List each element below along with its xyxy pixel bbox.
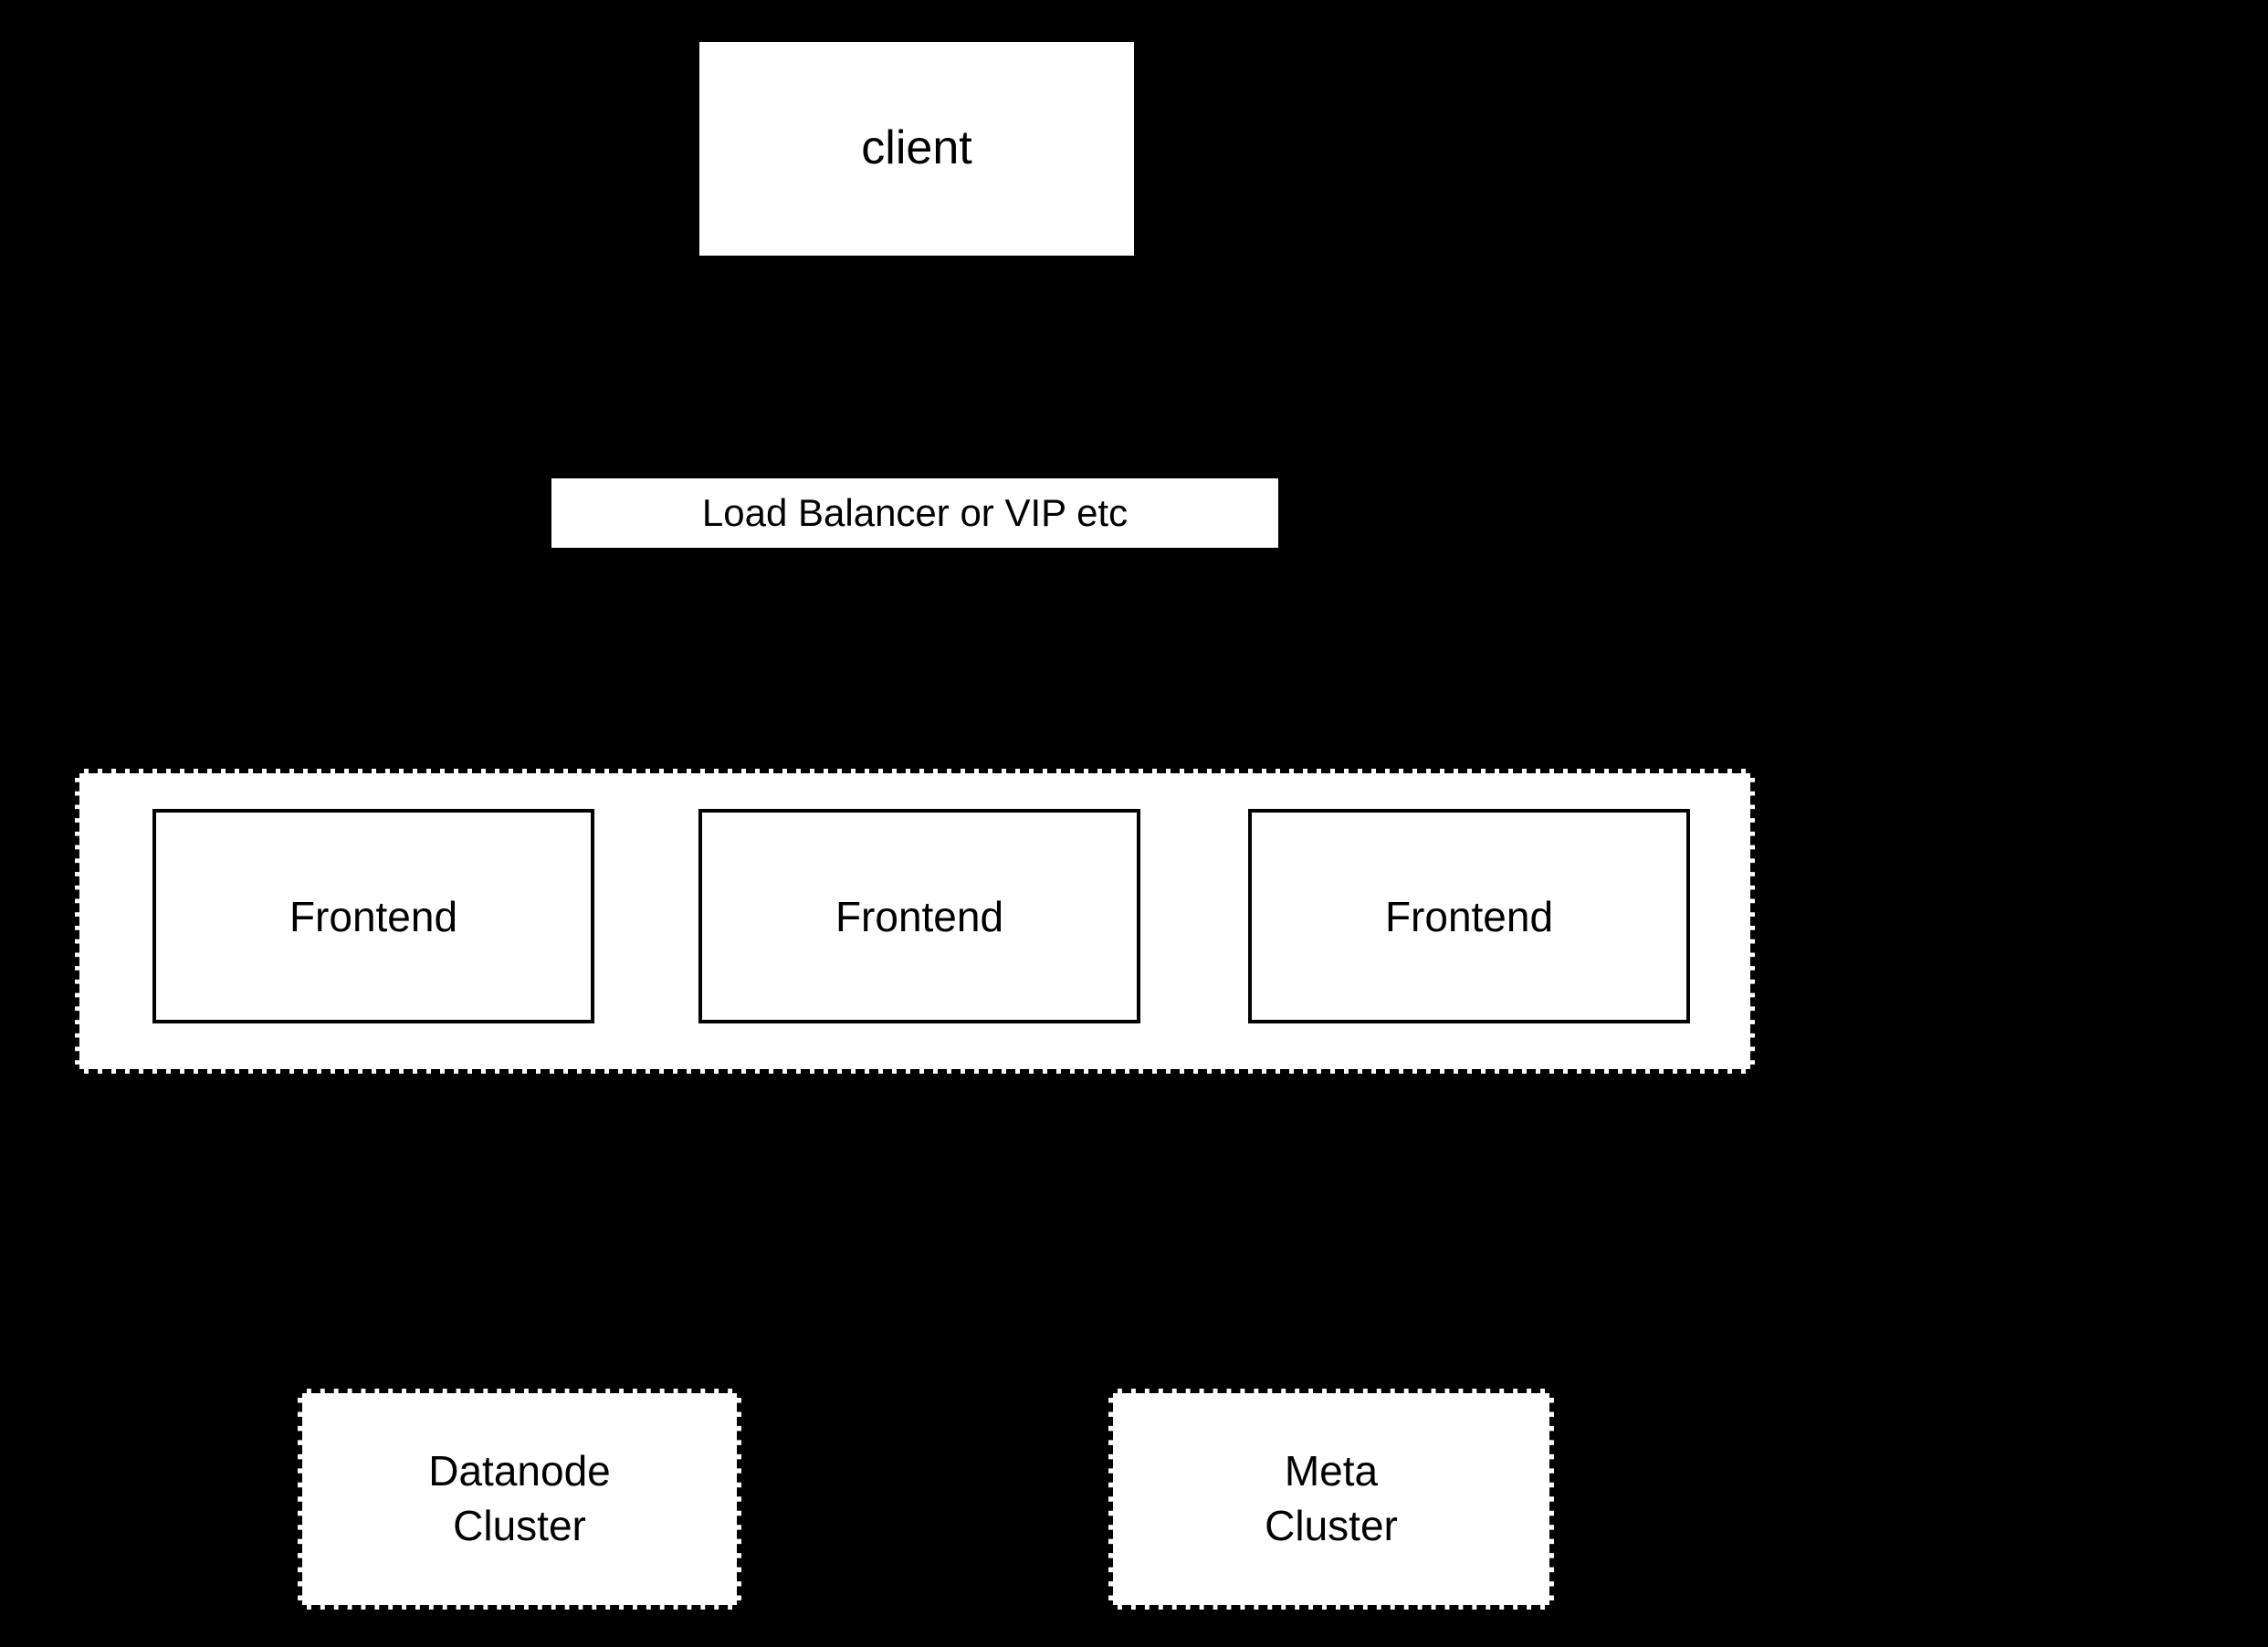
meta-cluster-label-wrap: Meta Cluster bbox=[1265, 1444, 1398, 1554]
frontend-node-1-label: Frontend bbox=[289, 892, 458, 940]
datanode-cluster-node: Datanode Cluster bbox=[298, 1389, 741, 1610]
datanode-cluster-label-line1: Datanode bbox=[428, 1447, 611, 1495]
frontend-node-2-label: Frontend bbox=[835, 892, 1004, 940]
frontend-node-2: Frontend bbox=[698, 809, 1140, 1023]
load-balancer-node-label: Load Balancer or VIP etc bbox=[701, 491, 1129, 535]
frontend-node-1: Frontend bbox=[152, 809, 594, 1023]
meta-cluster-label-line1: Meta bbox=[1284, 1447, 1379, 1495]
client-node: client bbox=[699, 42, 1134, 256]
frontend-node-3: Frontend bbox=[1248, 809, 1690, 1023]
frontend-group-container: Frontend Frontend Frontend bbox=[75, 769, 1755, 1074]
meta-cluster-label-line2: Cluster bbox=[1265, 1502, 1398, 1549]
client-node-label: client bbox=[861, 121, 972, 175]
meta-cluster-node: Meta Cluster bbox=[1108, 1389, 1554, 1610]
datanode-cluster-label-line2: Cluster bbox=[453, 1502, 586, 1549]
load-balancer-node: Load Balancer or VIP etc bbox=[551, 478, 1278, 548]
frontend-node-3-label: Frontend bbox=[1384, 892, 1554, 940]
datanode-cluster-label-wrap: Datanode Cluster bbox=[428, 1444, 611, 1554]
